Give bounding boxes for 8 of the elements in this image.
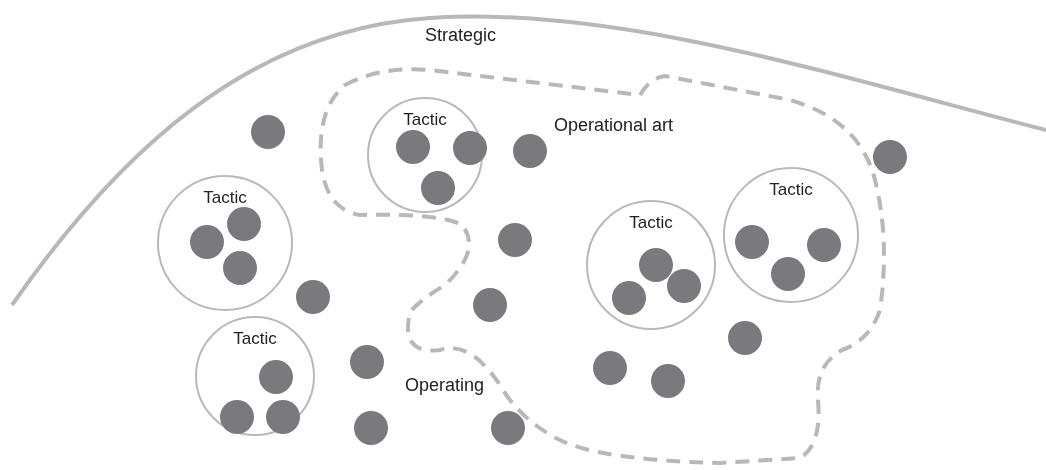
area-label: Operating (405, 374, 485, 397)
circle-label: Tactic (232, 328, 278, 350)
circle-label: Tactic (202, 187, 248, 209)
circle-label: Tactic (768, 179, 814, 201)
circle-label: Tactic (628, 212, 674, 234)
region-label: Operational art (554, 114, 674, 137)
circle-label: Tactic (402, 109, 448, 131)
area-label: Strategic (425, 24, 497, 47)
